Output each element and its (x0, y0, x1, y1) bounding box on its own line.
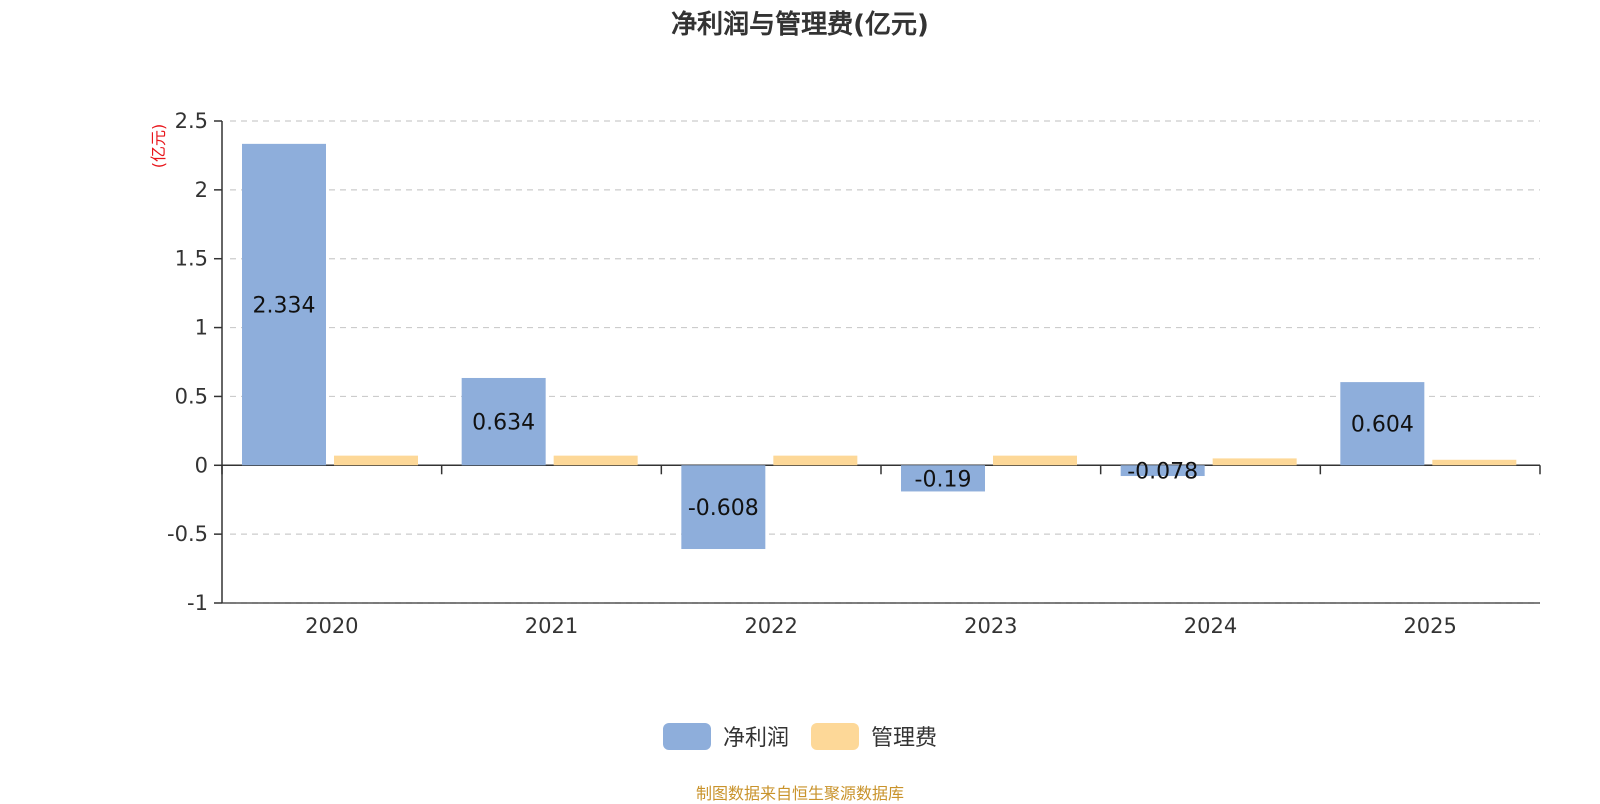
x-tick-label: 2021 (525, 614, 578, 638)
bar-admin-expense[interactable] (1432, 459, 1517, 466)
legend-swatch-net-profit (662, 722, 711, 750)
bar-admin-expense[interactable] (773, 455, 858, 466)
data-labels: 2.334 0.634 -0.608 -0.19 -0.078 0.604 (253, 294, 1414, 522)
bar-value-label: 2.334 (253, 294, 316, 319)
y-tick-label: 2.5 (175, 109, 208, 133)
x-tick-label: 2023 (964, 614, 1017, 638)
y-tick-label: 0.5 (175, 384, 208, 408)
bar-value-label: 0.604 (1351, 413, 1414, 438)
bar-admin-expense[interactable] (334, 455, 418, 466)
legend-swatch-admin-expense (811, 722, 859, 750)
legend-item-net-profit[interactable]: 净利润 (662, 720, 789, 752)
y-tick-label: 0 (195, 453, 208, 477)
y-tick-label: -0.5 (167, 522, 208, 546)
legend: 净利润 管理费 (0, 720, 1600, 752)
bar-net-profit[interactable] (1340, 382, 1425, 466)
bar-value-label: -0.608 (688, 496, 759, 521)
bar-net-profit[interactable] (1120, 465, 1205, 477)
bar-admin-expense[interactable] (1212, 458, 1297, 466)
bar-admin-expense[interactable] (993, 455, 1077, 466)
bar-net-profit[interactable] (242, 143, 326, 466)
y-tick-label: 1 (195, 316, 208, 340)
x-tick-label: 2022 (744, 614, 797, 638)
y-tick-label: -1 (187, 591, 208, 615)
y-tick-label: 2 (195, 178, 208, 202)
x-tick-label: 2020 (305, 614, 358, 638)
bar-value-label: 0.634 (472, 411, 535, 436)
x-tick-label: 2025 (1403, 614, 1456, 638)
bar-net-profit[interactable] (681, 465, 766, 550)
bar-net-profit[interactable] (901, 465, 985, 492)
legend-item-admin-expense[interactable]: 管理费 (811, 720, 937, 752)
bar-value-label: -0.19 (915, 467, 972, 492)
y-unit-label: (亿元) (149, 124, 168, 169)
legend-label-net-profit: 净利润 (722, 726, 789, 751)
legend-label-admin-expense: 管理费 (871, 726, 938, 751)
bars (242, 143, 1517, 550)
axes: -1 -0.5 0 0.5 1 1.5 2 2.5 (亿元) 2020 2021 2022 2023 20… (149, 109, 1541, 638)
chart-title: 净利润与管理费(亿元) (671, 10, 929, 40)
bar-value-label: -0.078 (1127, 460, 1198, 485)
bar-net-profit[interactable] (461, 377, 546, 466)
bar-admin-expense[interactable] (553, 455, 638, 466)
grid-lines (230, 120, 1540, 604)
x-tick-label: 2024 (1184, 614, 1237, 638)
source-note: 制图数据来自恒生聚源数据库 (695, 784, 904, 803)
y-tick-label: 1.5 (175, 247, 208, 271)
